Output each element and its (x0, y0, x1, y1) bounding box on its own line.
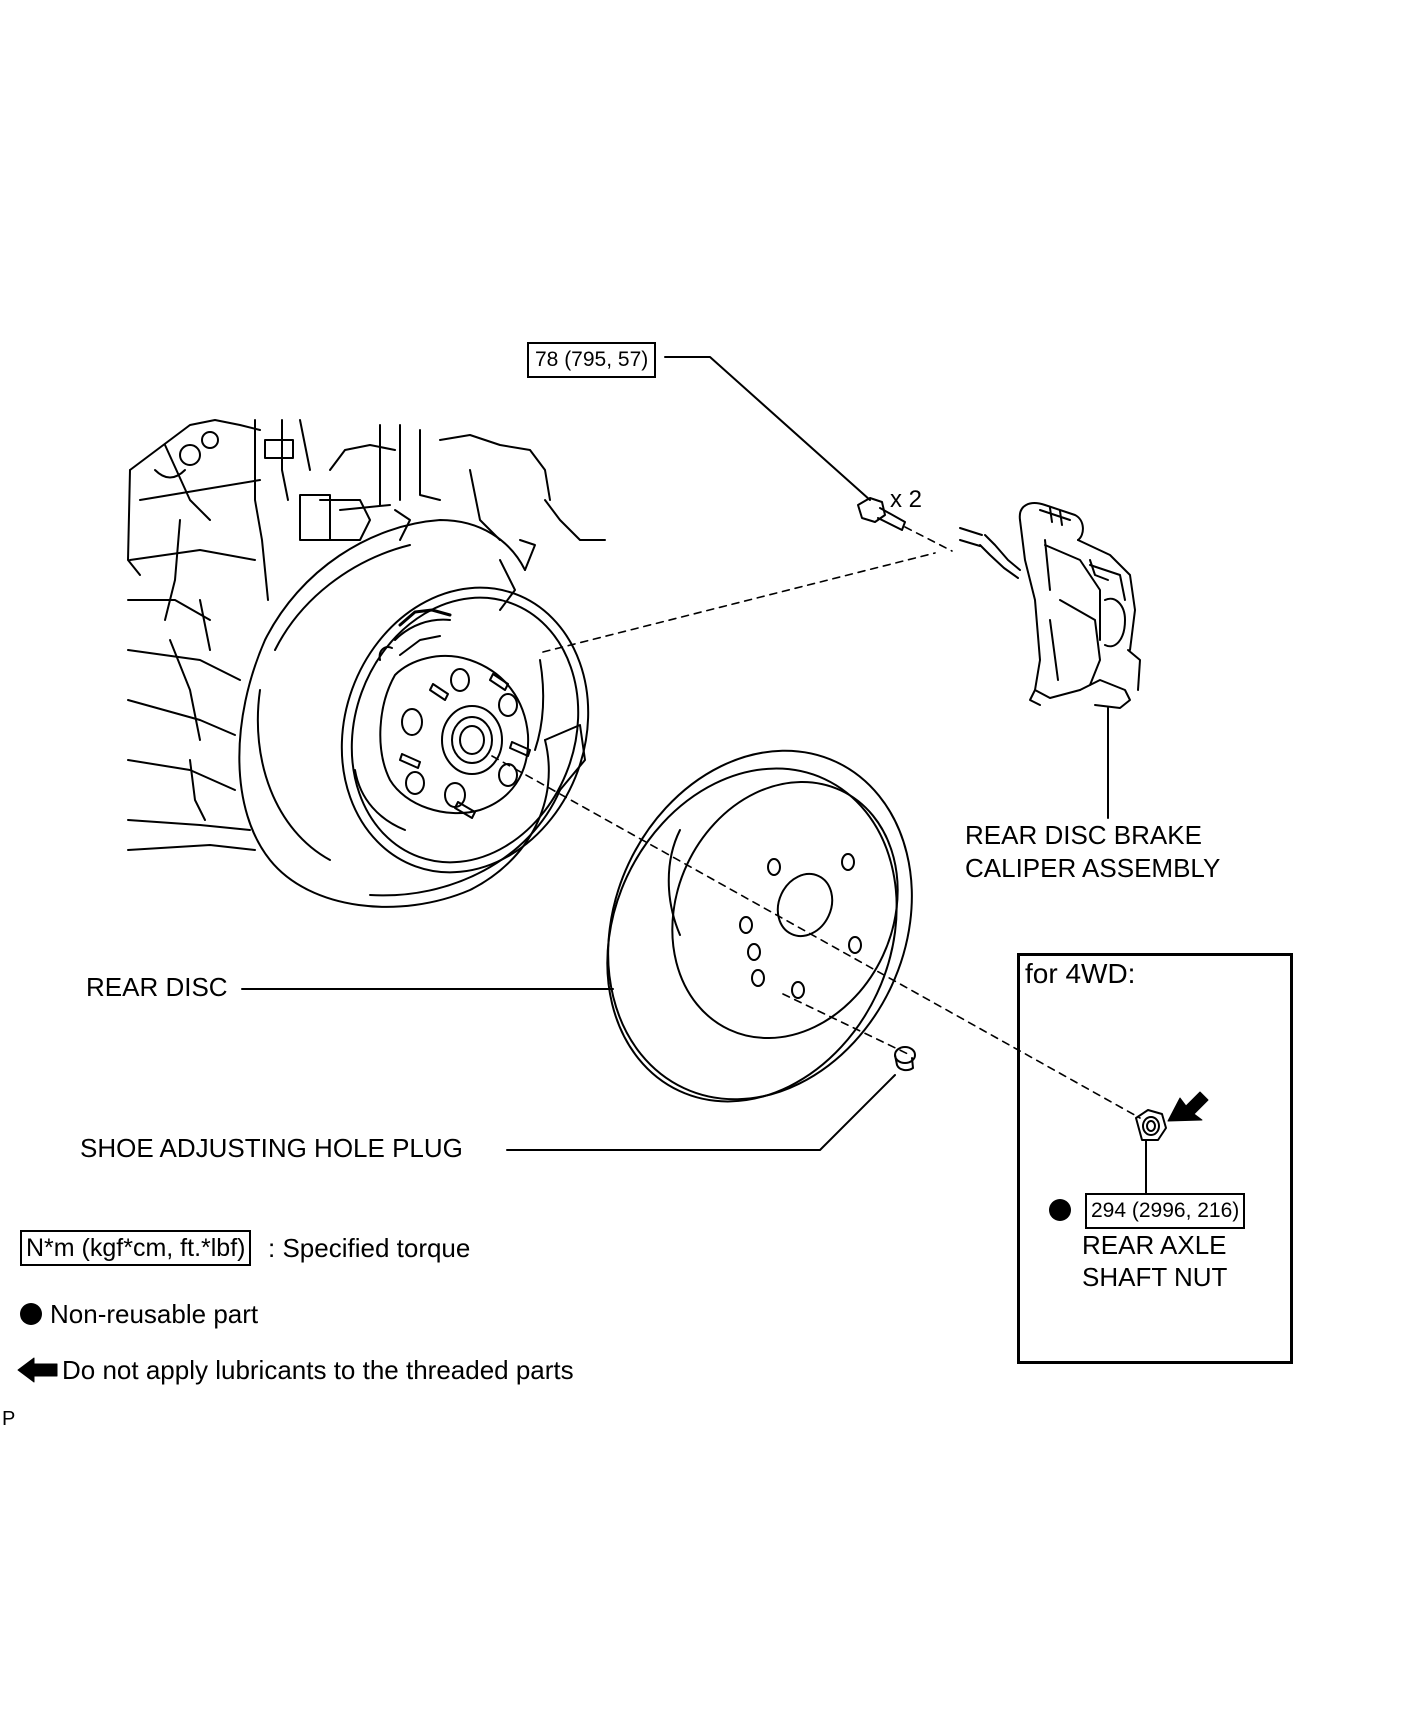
rear-disc-rotor (606, 749, 913, 1103)
legend-dot-icon (20, 1303, 42, 1325)
brake-caliper-assembly (959, 502, 1141, 709)
legend-torque-text: : Specified torque (268, 1233, 471, 1263)
nut-label-line1: REAR AXLE (1082, 1230, 1227, 1260)
rear-disc-label: REAR DISC (86, 972, 228, 1002)
nut-label-line2: SHAFT NUT (1082, 1262, 1228, 1292)
caliper-bolt (857, 497, 906, 531)
bolt-quantity-label: x 2 (890, 486, 923, 513)
legend-torque-units: N*m (kgf*cm, ft.*lbf) (20, 1230, 252, 1266)
no-lubricant-arrow-icon (1167, 1091, 1209, 1122)
legend-arrow-icon (17, 1357, 58, 1383)
non-reusable-dot-icon (1049, 1199, 1071, 1221)
rear-axle-shaft-nut (1135, 1109, 1167, 1141)
corner-letter: P (2, 1408, 16, 1430)
backing-plate (238, 509, 586, 908)
inset-title: for 4WD: (1025, 958, 1136, 989)
caliper-label-line1: REAR DISC BRAKE (965, 820, 1202, 850)
bolt-torque-label: 78 (795, 57) (527, 342, 657, 378)
parking-brake-shoes (340, 586, 590, 874)
wheel-studs (399, 673, 531, 819)
alignment-lines (491, 526, 1141, 1119)
caliper-label-line2: CALIPER ASSEMBLY (965, 853, 1221, 883)
legend-lubricant-text: Do not apply lubricants to the threaded … (62, 1355, 574, 1385)
legend-nonreusable-text: Non-reusable part (50, 1299, 259, 1329)
nut-torque-label: 294 (2996, 216) (1085, 1193, 1246, 1229)
hole-plug-label: SHOE ADJUSTING HOLE PLUG (80, 1133, 463, 1163)
knuckle-drawing (127, 419, 606, 851)
axle-hub (379, 654, 530, 815)
leader-lines (241, 356, 1147, 1199)
hole-plug (894, 1046, 916, 1072)
4wd-inset-box (1017, 953, 1293, 1364)
